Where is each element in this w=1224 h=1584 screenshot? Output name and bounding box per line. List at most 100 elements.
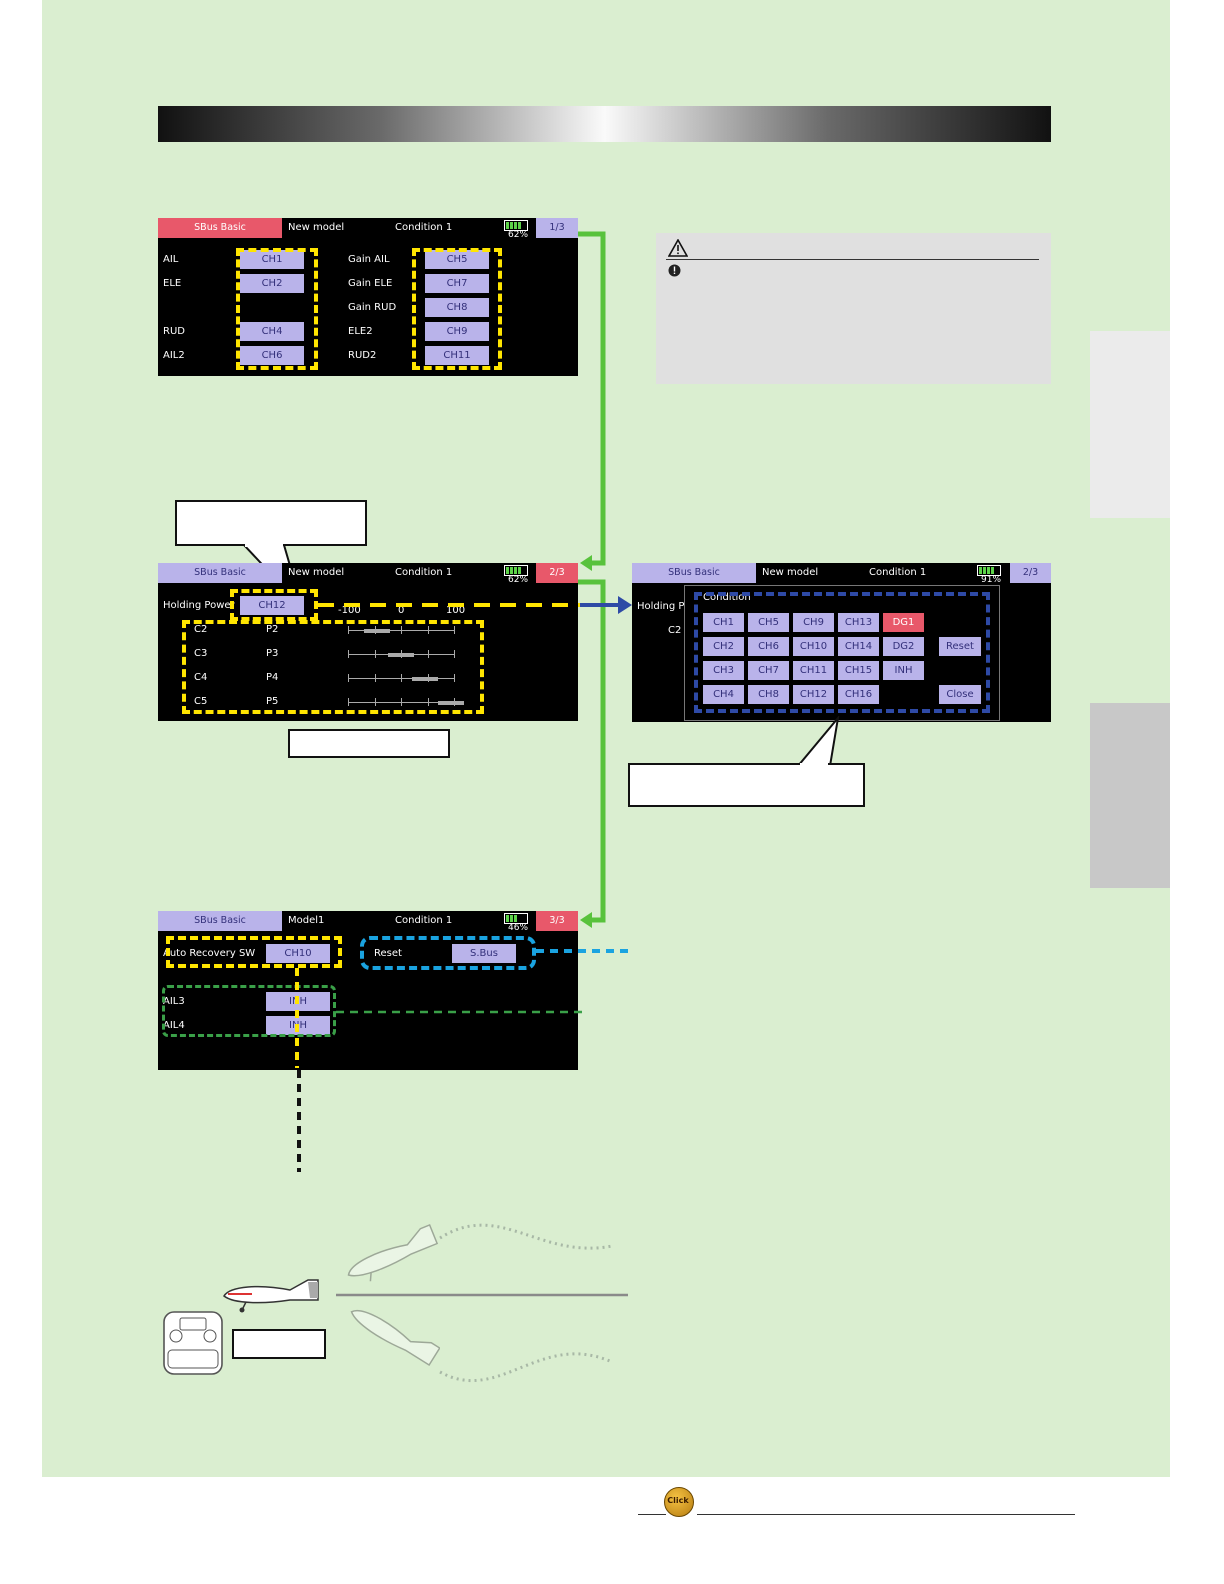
highlight-ail-rows bbox=[162, 985, 336, 1037]
ail3-label: AIL3 bbox=[163, 996, 185, 1007]
slider-tick bbox=[374, 650, 376, 658]
screen4-model: Model1 bbox=[288, 915, 325, 926]
condition-switch-button[interactable]: CH1 bbox=[703, 613, 744, 632]
battery-icon bbox=[504, 565, 528, 576]
condition-switch-button[interactable]: CH16 bbox=[838, 685, 879, 704]
function-channel-button[interactable]: CH9 bbox=[425, 322, 489, 341]
screen1-page[interactable]: 1/3 bbox=[536, 218, 578, 238]
transmitter-label-box bbox=[232, 1329, 326, 1359]
function-label: Gain RUD bbox=[348, 302, 397, 313]
side-index-tab-1[interactable] bbox=[1090, 331, 1170, 518]
slider-knob[interactable] bbox=[438, 701, 465, 705]
condition-switch-button[interactable]: CH11 bbox=[793, 661, 834, 680]
slider-tick bbox=[348, 626, 349, 634]
slider-tick bbox=[454, 650, 455, 658]
condition-switch-button[interactable]: CH14 bbox=[838, 637, 879, 656]
screen2-page[interactable]: 2/3 bbox=[536, 563, 578, 583]
screen3-holding-label: Holding P bbox=[637, 601, 685, 612]
screen2-battery: 62% bbox=[508, 575, 529, 585]
condition-switch-button[interactable]: CH9 bbox=[793, 613, 834, 632]
slider-knob[interactable] bbox=[411, 677, 438, 681]
screen2-tab[interactable]: SBus Basic bbox=[158, 563, 282, 583]
highlight-auto-recovery bbox=[166, 936, 342, 968]
screen3-page[interactable]: 2/3 bbox=[1010, 563, 1051, 583]
screen4-battery: 46% bbox=[508, 923, 529, 933]
screen3-tab[interactable]: SBus Basic bbox=[632, 563, 756, 583]
highlight-left-channels bbox=[236, 248, 318, 370]
channel-button[interactable]: CH6 bbox=[240, 346, 304, 365]
battery-icon bbox=[504, 220, 528, 231]
battery-icon bbox=[504, 913, 528, 924]
footer-line-left bbox=[638, 1514, 666, 1515]
function-channel-button[interactable]: CH7 bbox=[425, 274, 489, 293]
battery-icon bbox=[977, 565, 1001, 576]
condition-switch-button[interactable]: CH6 bbox=[748, 637, 789, 656]
click-icon[interactable] bbox=[664, 1487, 694, 1517]
screen3-c2-label: C2 bbox=[668, 625, 682, 636]
function-label: RUD2 bbox=[348, 350, 377, 361]
point-label: P5 bbox=[266, 696, 279, 707]
slider-tick bbox=[427, 698, 429, 706]
highlight-reset bbox=[360, 936, 536, 970]
slider-knob[interactable] bbox=[364, 629, 391, 633]
point-label: P4 bbox=[266, 672, 279, 683]
holding-power-button[interactable]: CH12 bbox=[240, 596, 304, 615]
function-channel-button[interactable]: CH8 bbox=[425, 298, 489, 317]
condition-switch-button[interactable]: CH2 bbox=[703, 637, 744, 656]
function-channel-button[interactable]: CH11 bbox=[425, 346, 489, 365]
condition-switch-button[interactable]: CH8 bbox=[748, 685, 789, 704]
slider-tick bbox=[401, 626, 402, 634]
point-label: P3 bbox=[266, 648, 279, 659]
highlight-right-channels bbox=[412, 248, 502, 370]
condition-switch-button[interactable]: DG2 bbox=[883, 637, 924, 656]
screen4-condition: Condition 1 bbox=[395, 915, 453, 926]
condition-switch-button[interactable]: CH3 bbox=[703, 661, 744, 680]
channel-button[interactable]: CH2 bbox=[240, 274, 304, 293]
condition-switch-button[interactable]: CH13 bbox=[838, 613, 879, 632]
auto-recovery-button[interactable]: CH10 bbox=[266, 944, 330, 963]
condition-switch-button[interactable]: CH4 bbox=[703, 685, 744, 704]
ail4-label: AIL4 bbox=[163, 1020, 185, 1031]
condition-switch-button[interactable]: CH12 bbox=[793, 685, 834, 704]
airplane-dive-icon bbox=[350, 1309, 440, 1367]
slider-tick bbox=[401, 698, 402, 706]
warning-rule bbox=[666, 259, 1039, 260]
point-label: P2 bbox=[266, 624, 279, 635]
condition-label: C2 bbox=[194, 624, 208, 635]
function-channel-button[interactable]: CH5 bbox=[425, 250, 489, 269]
condition-switch-button[interactable]: CH7 bbox=[748, 661, 789, 680]
screen4-page[interactable]: 3/3 bbox=[536, 911, 578, 931]
callout-condition-list bbox=[288, 729, 450, 758]
popup-close-button[interactable]: Close bbox=[939, 685, 981, 704]
condition-switch-button[interactable]: INH bbox=[883, 661, 924, 680]
highlight-auto-recovery-link bbox=[295, 968, 299, 1068]
slider-tick bbox=[427, 626, 429, 634]
condition-switch-button[interactable]: DG1 bbox=[883, 613, 924, 632]
screen3-battery: 91% bbox=[981, 575, 1002, 585]
screen4-tab[interactable]: SBus Basic bbox=[158, 911, 282, 931]
screen-page-3: SBus Basic Model1 Condition 1 46% 3/3 Au… bbox=[158, 911, 578, 1070]
channel-label: ELE bbox=[163, 278, 182, 289]
screen3-condition: Condition 1 bbox=[869, 567, 927, 578]
callout-pointer-gap bbox=[800, 763, 828, 767]
condition-label: C5 bbox=[194, 696, 208, 707]
channel-label: AIL bbox=[163, 254, 179, 265]
click-label[interactable]: Click bbox=[667, 1496, 689, 1505]
screen1-tab[interactable]: SBus Basic bbox=[158, 218, 282, 238]
popup-reset-button[interactable]: Reset bbox=[939, 637, 981, 656]
highlight-condition-grid bbox=[694, 592, 990, 713]
side-index-tab-2[interactable] bbox=[1090, 703, 1170, 888]
callout-condition-select bbox=[628, 763, 865, 807]
slider-tick bbox=[348, 674, 349, 682]
channel-button[interactable]: CH4 bbox=[240, 322, 304, 341]
screen3-model: New model bbox=[762, 567, 819, 578]
airplane-icon bbox=[223, 1279, 319, 1313]
reset-button[interactable]: S.Bus bbox=[452, 944, 516, 963]
function-label: Gain ELE bbox=[348, 278, 393, 289]
condition-switch-button[interactable]: CH5 bbox=[748, 613, 789, 632]
channel-button[interactable]: CH1 bbox=[240, 250, 304, 269]
slider-knob[interactable] bbox=[388, 653, 414, 657]
condition-switch-button[interactable]: CH15 bbox=[838, 661, 879, 680]
condition-switch-button[interactable]: CH10 bbox=[793, 637, 834, 656]
